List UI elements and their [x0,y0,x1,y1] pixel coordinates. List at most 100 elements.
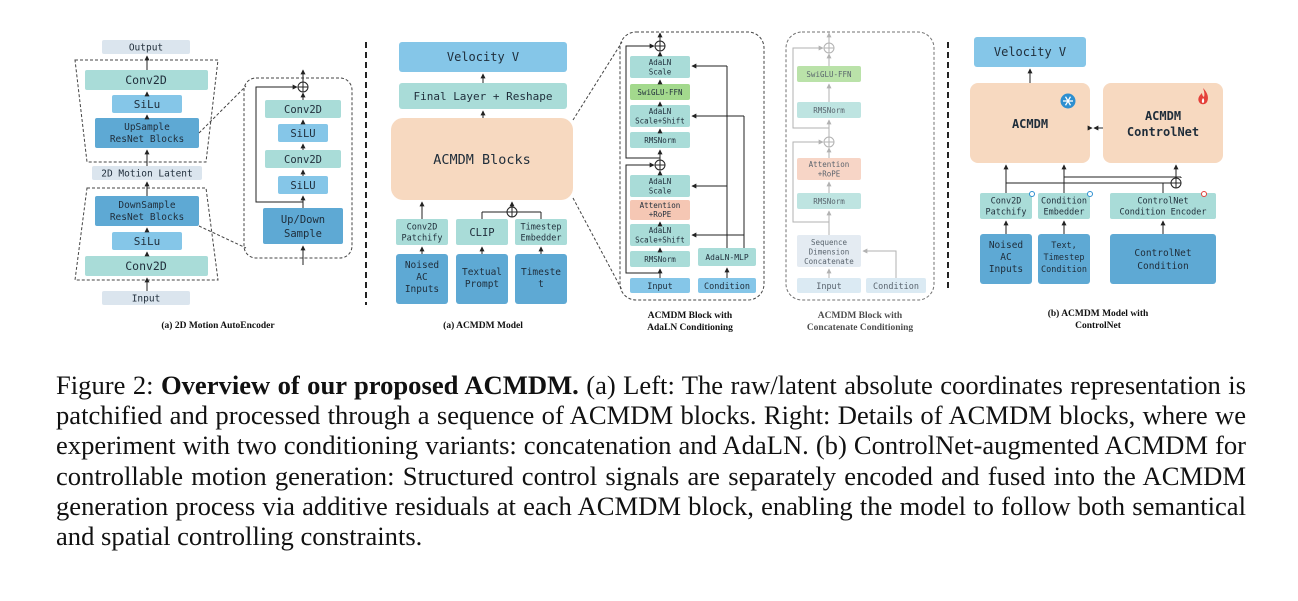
concat-seq-l3: Concatenate [804,257,854,266]
b-controlnet-box [1103,83,1223,163]
concat-seq-l1: Sequence [811,238,848,247]
model-noised-l1: Noised [405,260,439,271]
concat-seq-l2: Dimension [809,248,850,257]
acmdm-model-panel: Velocity V Final Layer + Reshape ACMDM B… [391,42,573,331]
ae-upsample [95,118,199,148]
b-noised-l1: Noised [989,240,1023,251]
ae-upsample-l2: ResNet Blocks [110,134,184,145]
ae-dec-conv2d-label: Conv2D [125,73,167,87]
caption-title: Overview of our proposed ACMDM. [160,370,579,400]
concat-condition [866,278,926,293]
model-velocity-box [399,42,567,72]
adaln-mlp [698,248,756,266]
ae-enc-silu-label: SiLu [134,235,161,248]
adaln-caption-l1: ACMDM Block with [648,311,733,321]
b-caption-l1: (b) ACMDM Model with [1048,308,1149,319]
ae-downsample-l1: DownSample [118,200,175,211]
concat-input [797,278,861,293]
adaln-scaleshift-top-l2: Scale+Shift [635,117,685,126]
adaln-scale-top-l2: Scale [649,68,672,77]
b-cond-emb-l2: Embedder [1044,208,1085,218]
ae-upsample-l1: UpSample [124,122,170,133]
adaln-outline [619,31,765,301]
model-timestep-l2: t [538,279,544,290]
model-prompt-l2: Prompt [465,279,499,290]
ae-zoom-silu-bottom [278,176,328,194]
model-patchify-l1: Conv2D [407,223,438,233]
ae-zoom-line-top [198,85,247,134]
adaln-scale-bottom [630,175,690,197]
ae-enc-silu [112,232,182,250]
model-caption: (a) ACMDM Model [443,320,523,331]
adaln-attention-l2: +RoPE [649,210,672,219]
ae-zoom-box [243,77,353,259]
concat-rmsnorm-bottom-label: RMSNorm [813,197,845,206]
b-text-l1: Text, [1051,241,1077,251]
b-patchify-box [980,193,1032,219]
b-patchify-l2: Patchify [986,208,1027,218]
snowflake-icon [1060,93,1076,109]
b-ctrl-enc-box [1110,193,1216,219]
b-text-l3: Condition [1041,265,1087,275]
model-arrows [419,73,544,254]
model-patchify-box [396,219,448,245]
concat-attention [797,158,861,180]
model-blocks-box [391,118,573,200]
concat-block-panel: SwiGLU-FFN RMSNorm Attention +RoPE RMSNo… [785,31,935,333]
ae-zoom-conv2d-top [265,100,341,118]
concat-rmsnorm-top [797,102,861,118]
model-prompt-l1: Textual [462,267,502,278]
model-timestep-emb-l1: Timestep [521,223,562,233]
ae-input-box [102,291,190,305]
adaln-rmsnorm-bottom-label: RMSNorm [644,255,676,264]
adaln-scale-bottom-l2: Scale [649,187,672,196]
model-noised-l3: Inputs [405,284,439,295]
concat-swiglu [797,66,861,82]
decoder-outline [74,59,219,163]
ae-latent-box [92,166,202,180]
adaln-caption-l2: AdaLN Conditioning [647,323,733,333]
ae-zoom-silu-bottom-label: SiLU [290,180,315,192]
b-caption-l2: ControlNet [1075,321,1122,331]
ae-downsample-l2: ResNet Blocks [110,212,184,223]
caption-label: Figure 2: [56,370,154,400]
ae-zoom-sample-l2: Sample [284,228,322,240]
adaln-scaleshift-top-l1: AdaLN [649,107,672,116]
b-velocity-label: Velocity V [994,45,1066,59]
adaln-input [630,278,690,293]
b-arrows [1003,68,1179,234]
concat-outline [785,31,935,301]
adaln-mlp-label: AdaLN-MLP [705,253,749,262]
adaln-scale-top [630,56,690,78]
adaln-rmsnorm-top [630,132,690,148]
ae-dec-silu [112,95,182,113]
ae-output-label: Output [129,43,163,54]
b-ctrl-cond-l2: Condition [1137,261,1188,272]
adaln-scaleshift-bottom-l2: Scale+Shift [635,236,685,245]
b-ctrl-enc-l1: ControlNet [1137,197,1188,207]
ae-caption: (a) 2D Motion AutoEncoder [161,320,275,331]
b-noised-l3: Inputs [989,264,1023,275]
model-timestep-l1: Timeste [521,267,561,278]
adaln-swiglu [630,84,690,100]
ae-zoom-conv2d-bottom [265,150,341,168]
concat-attention-l1: Attention [809,160,850,169]
concat-seq [797,235,861,267]
b-patchify-frozen-icon [1029,191,1035,197]
concat-caption-l2: Concatenate Conditioning [807,323,914,333]
encoder-outline [74,187,219,281]
model-noised-box [396,254,448,304]
adaln-swiglu-label: SwiGLU-FFN [637,88,682,97]
figure-caption: Figure 2: Overview of our proposed ACMDM… [56,370,1246,551]
ae-dec-conv2d [85,70,208,90]
adaln-block-panel: AdaLN Scale SwiGLU-FFN AdaLN Scale+Shift… [619,31,765,333]
adaln-scaleshift-top [630,105,690,127]
concat-input-label: Input [816,282,842,292]
b-patchify-l1: Conv2D [991,197,1022,207]
blocks-zoom-line-top [572,41,623,121]
ae-enc-conv2d-label: Conv2D [125,259,167,273]
autoencoder-panel: Output Conv2D SiLu UpSample ResNet Block… [74,40,353,331]
concat-caption-l1: ACMDM Block with [818,311,903,321]
b-cond-emb-frozen-icon [1087,191,1093,197]
ae-dec-silu-label: SiLu [134,98,161,111]
